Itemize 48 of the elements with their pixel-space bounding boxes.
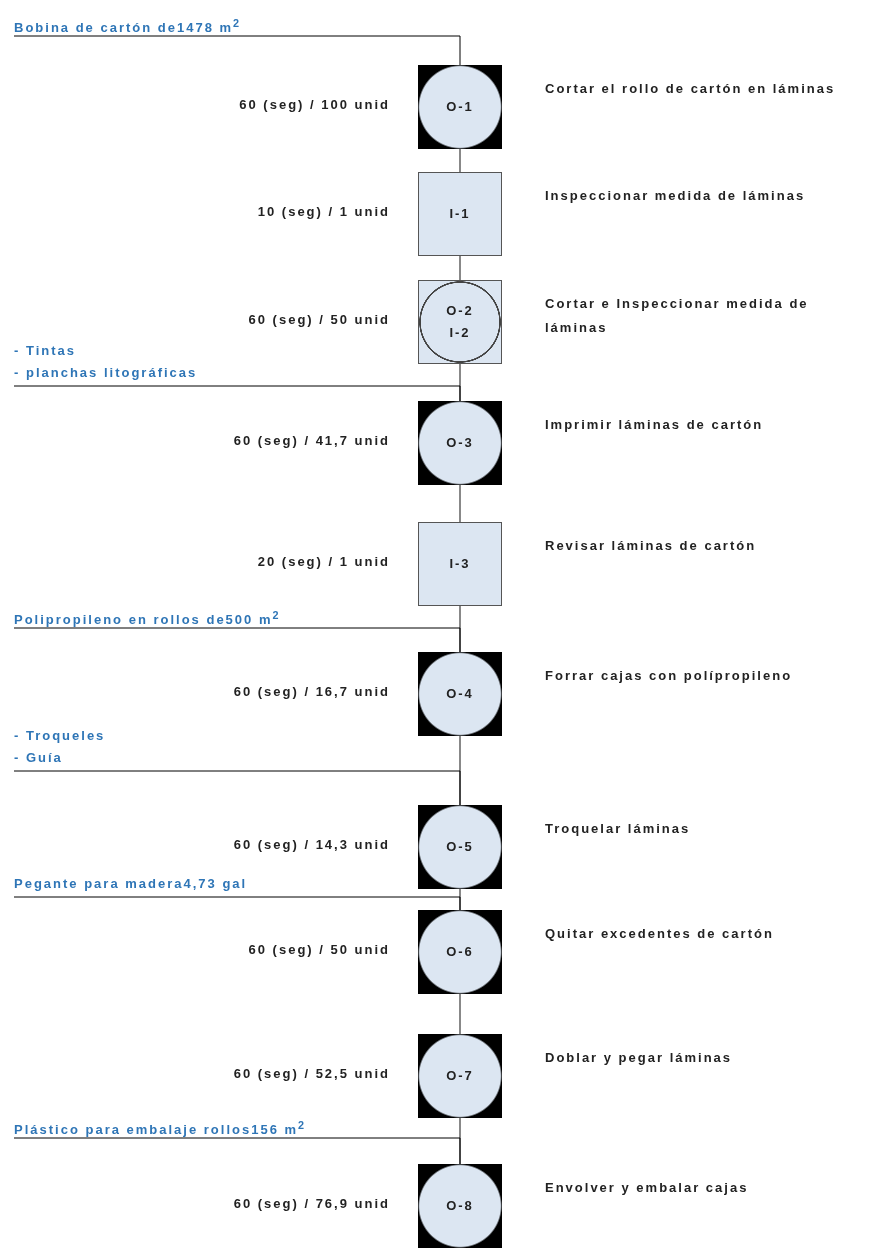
time-label: 20 (seg) / 1 unid	[257, 554, 390, 569]
material-input-label: - Tintas	[14, 342, 77, 360]
input-line	[13, 770, 461, 806]
operation-symbol: O-1	[418, 65, 502, 149]
activity-description: Envolver y embalar cajas	[545, 1179, 750, 1197]
time-label: 60 (seg) / 100 unid	[239, 97, 390, 112]
activity-description: Cortar e Inspeccionar medida de láminas	[545, 295, 810, 337]
time-label: 60 (seg) / 41,7 unid	[233, 433, 390, 448]
flow-line	[459, 993, 461, 1035]
material-input-label: - Troqueles	[14, 727, 106, 745]
activity-description: Quitar excedentes de cartón	[545, 925, 775, 943]
material-input-label: - planchas litográficas	[14, 364, 198, 382]
operation-symbol: O-5	[418, 805, 502, 889]
activity-description: Revisar láminas de cartón	[545, 537, 758, 555]
time-label: 60 (seg) / 76,9 unid	[233, 1196, 390, 1211]
material-input-label: Polipropileno en rollos de500 m$^{2}$	[14, 604, 281, 632]
material-input-label: - Guía	[14, 749, 64, 767]
activity-description: Imprimir láminas de cartón	[545, 416, 765, 434]
material-input-label: Plástico para embalaje rollos156 m$^{2}$	[14, 1114, 307, 1142]
flow-line	[459, 255, 461, 281]
operation-symbol: O-8	[418, 1164, 502, 1248]
activity-description: Forrar cajas con polípropileno	[545, 667, 794, 685]
time-label: 10 (seg) / 1 unid	[257, 204, 390, 219]
combined-activity-symbol: O-2 I-2	[418, 280, 502, 364]
time-label: 60 (seg) / 52,5 unid	[233, 1066, 390, 1081]
input-line	[13, 896, 461, 911]
activity-description: Doblar y pegar láminas	[545, 1049, 734, 1067]
time-label: 60 (seg) / 14,3 unid	[233, 837, 390, 852]
material-input-label: Pegante para madera4,73 gal	[14, 873, 248, 895]
flow-line	[459, 484, 461, 523]
activity-description: Cortar el rollo de cartón en láminas	[545, 80, 837, 98]
time-label: 60 (seg) / 50 unid	[248, 312, 390, 327]
input-line	[13, 385, 461, 402]
inspection-symbol: I-1	[418, 172, 502, 256]
input-line	[13, 35, 461, 66]
input-line	[13, 627, 461, 653]
input-line	[13, 1137, 461, 1165]
material-input-label: Bobina de cartón de1478 m$^{2}$	[14, 12, 242, 40]
time-label: 60 (seg) / 50 unid	[248, 942, 390, 957]
operation-symbol: O-3	[418, 401, 502, 485]
time-label: 60 (seg) / 16,7 unid	[233, 684, 390, 699]
activity-description: Inspeccionar medida de láminas	[545, 187, 807, 205]
operation-symbol: O-7	[418, 1034, 502, 1118]
operation-symbol: O-4	[418, 652, 502, 736]
operation-symbol: O-6	[418, 910, 502, 994]
activity-description: Troquelar láminas	[545, 820, 692, 838]
inspection-symbol: I-3	[418, 522, 502, 606]
flow-line	[459, 148, 461, 173]
